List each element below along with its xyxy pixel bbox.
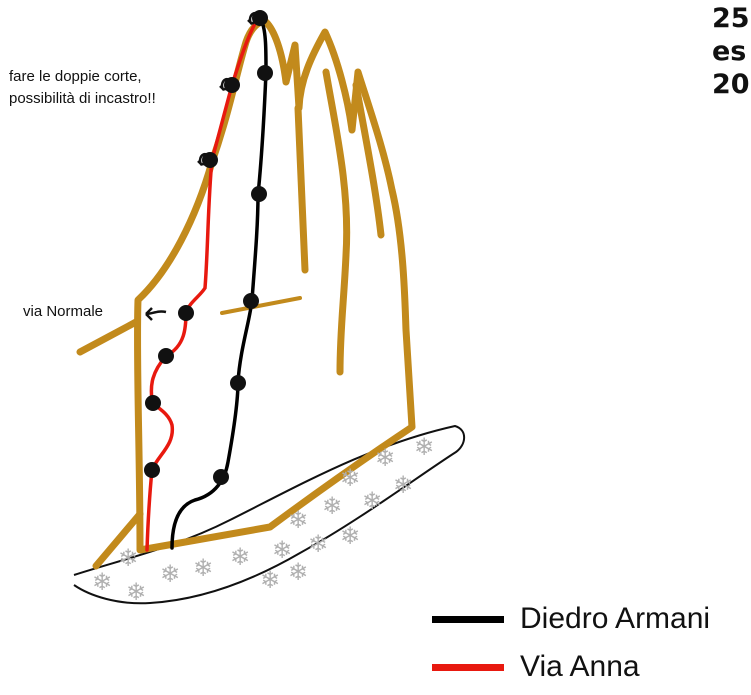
- snowflake-icon: ❄: [160, 560, 180, 588]
- snowflake-icon: ❄: [414, 433, 434, 461]
- snow-flakes: ❄ ❄ ❄ ❄ ❄ ❄ ❄ ❄ ❄ ❄ ❄ ❄ ❄ ❄ ❄ ❄ ❄ ❄: [92, 433, 434, 606]
- arrow-left-icon: [145, 307, 167, 321]
- legend-item-diedro-armani: Diedro Armani: [432, 602, 710, 636]
- truncated-corner-text: 25 es 20: [712, 2, 750, 101]
- ledge-line: [220, 296, 302, 315]
- belay-station: [230, 375, 246, 391]
- snowflake-icon: ❄: [375, 444, 395, 472]
- belay-station: [145, 395, 161, 411]
- snow-slope-outline: [73, 424, 466, 605]
- snowflake-icon: ❄: [260, 566, 280, 594]
- belay-station: [251, 186, 267, 202]
- belay-station: [243, 293, 259, 309]
- rappel-icon: [219, 77, 231, 92]
- corner-line2: es: [712, 36, 747, 67]
- belay-station: [224, 77, 240, 93]
- snowflake-icon: ❄: [118, 544, 138, 572]
- ridge-line-left: [76, 318, 140, 356]
- snowflake-icon: ❄: [92, 568, 112, 596]
- belay-station: [202, 152, 218, 168]
- belay-station: [144, 462, 160, 478]
- belay-station: [257, 65, 273, 81]
- belay-station: [158, 348, 174, 364]
- snowflake-icon: ❄: [322, 492, 342, 520]
- legend-swatch: [432, 615, 504, 623]
- snowflake-icon: ❄: [230, 543, 250, 571]
- snowflake-icon: ❄: [308, 530, 328, 558]
- rappel-note: fare le doppie corte, possibilità di inc…: [9, 66, 156, 110]
- rappel-note-line2: possibilità di incastro!!: [9, 90, 156, 107]
- rock-crack-line: [322, 68, 351, 376]
- belay-stations: [144, 10, 273, 485]
- snowflake-icon: ❄: [340, 464, 360, 492]
- rappel-note-line1: fare le doppie corte,: [9, 68, 142, 85]
- corner-line1: 25: [712, 3, 750, 34]
- snowflake-icon: ❄: [340, 522, 360, 550]
- legend-label: Diedro Armani: [520, 602, 711, 635]
- rappel-icon: [197, 152, 209, 167]
- snowflake-icon: ❄: [126, 578, 146, 606]
- legend-swatch: [432, 663, 504, 671]
- belay-station: [213, 469, 229, 485]
- rock-crack-line: [294, 104, 309, 274]
- route-diedro-armani: [170, 20, 268, 550]
- rock-crack-line: [352, 81, 385, 239]
- snowflake-icon: ❄: [193, 554, 213, 582]
- corner-line3: 20: [712, 69, 750, 100]
- snowflake-icon: ❄: [393, 471, 413, 499]
- legend-label: Via Anna: [520, 650, 640, 683]
- belay-station: [178, 305, 194, 321]
- base-line-left: [92, 510, 144, 570]
- via-normale-label: via Normale: [23, 303, 104, 320]
- snowflake-icon: ❄: [288, 558, 308, 586]
- rappel-marks: [145, 11, 259, 321]
- legend-item-via-anna: Via Anna: [432, 650, 640, 684]
- snowflake-icon: ❄: [288, 506, 308, 534]
- snowflake-icon: ❄: [362, 487, 382, 515]
- route-via-anna: [145, 16, 260, 552]
- rock-outline: [133, 18, 416, 554]
- snowflake-icon: ❄: [272, 536, 292, 564]
- rappel-icon: [247, 11, 259, 26]
